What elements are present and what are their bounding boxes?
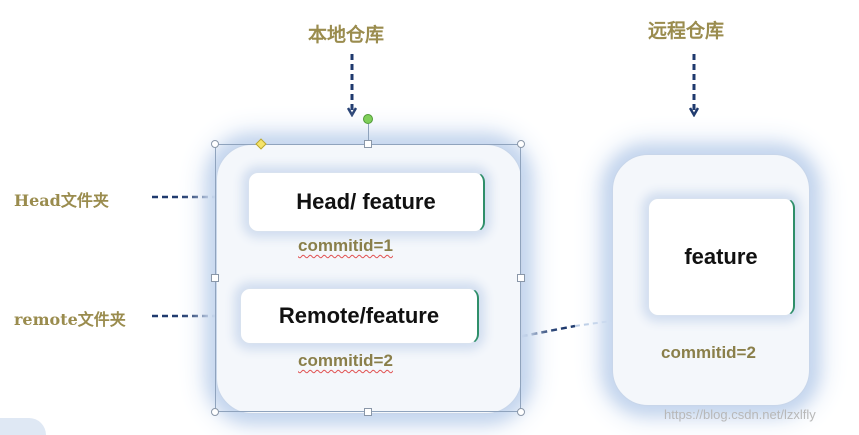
watermark: https://blog.csdn.net/lzxlfly [664,407,816,422]
remote-feature-box[interactable]: Remote/feature [240,288,479,344]
resize-handle-bottom-left[interactable] [211,408,219,416]
remote-repo-feature-text: feature [684,244,758,269]
resize-handle-bottom[interactable] [364,408,372,416]
remote-folder-label: remote文件夹 [14,310,126,329]
resize-handle-top-left[interactable] [211,140,219,148]
remote-repo-feature-box[interactable]: feature [648,198,795,316]
resize-handle-bottom-right[interactable] [517,408,525,416]
corner-shape-fragment [0,418,46,435]
head-folder-label: Head文件夹 [14,191,109,210]
head-feature-box[interactable]: Head/ feature [248,172,485,232]
head-feature-text: Head/ feature [296,189,436,214]
remote-commit-label: commitid=2 [298,351,393,370]
resize-handle-left[interactable] [211,274,219,282]
local-repo-label: 本地仓库 [308,24,385,46]
remote-repo-commit-label: commitid=2 [661,343,756,362]
resize-handle-top[interactable] [364,140,372,148]
head-commit-label: commitid=1 [298,236,393,255]
remote-feature-text: Remote/feature [278,303,440,328]
rotation-handle[interactable] [363,114,373,124]
resize-handle-top-right[interactable] [517,140,525,148]
remote-repo-label: 远程仓库 [648,20,725,42]
rotation-stem [368,124,369,144]
resize-handle-right[interactable] [517,274,525,282]
